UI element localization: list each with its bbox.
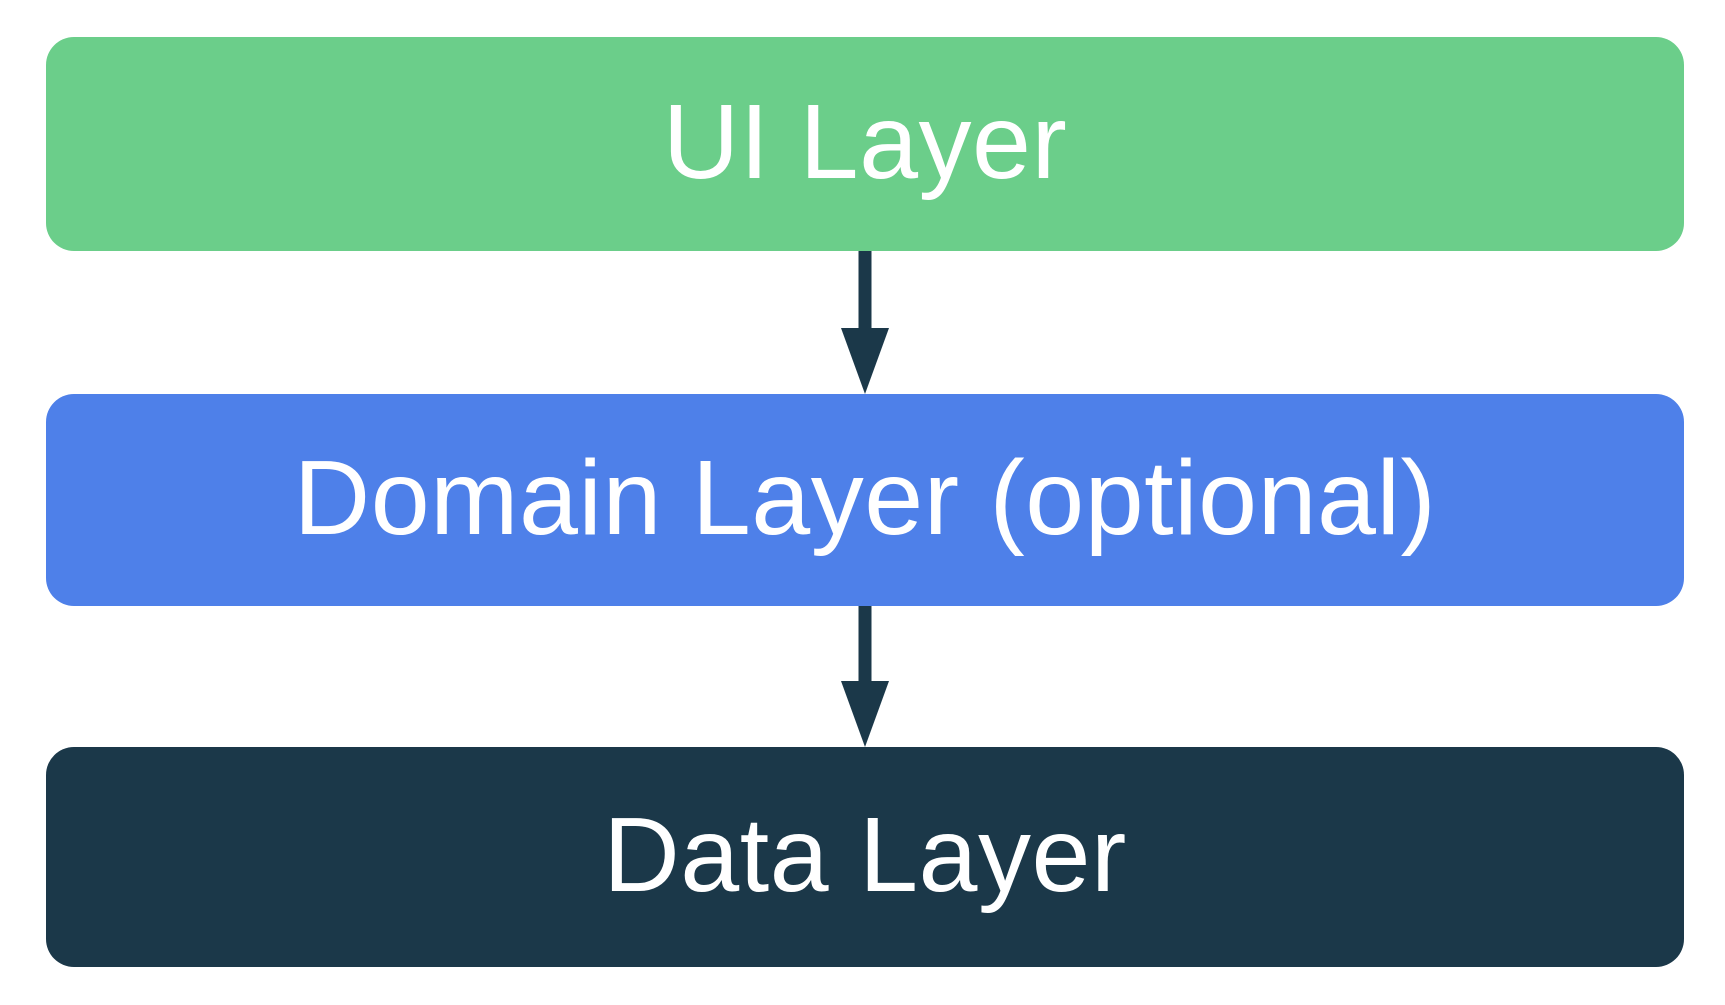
domain-layer-label: Domain Layer (optional) [293,439,1437,557]
ui-layer-box: UI Layer [46,37,1684,251]
data-layer-label: Data Layer [603,796,1127,914]
arrow-down-icon [841,606,889,747]
arrow-down-icon [841,251,889,394]
ui-layer-label: UI Layer [662,83,1068,201]
data-layer-box: Data Layer [46,747,1684,967]
domain-layer-box: Domain Layer (optional) [46,394,1684,606]
